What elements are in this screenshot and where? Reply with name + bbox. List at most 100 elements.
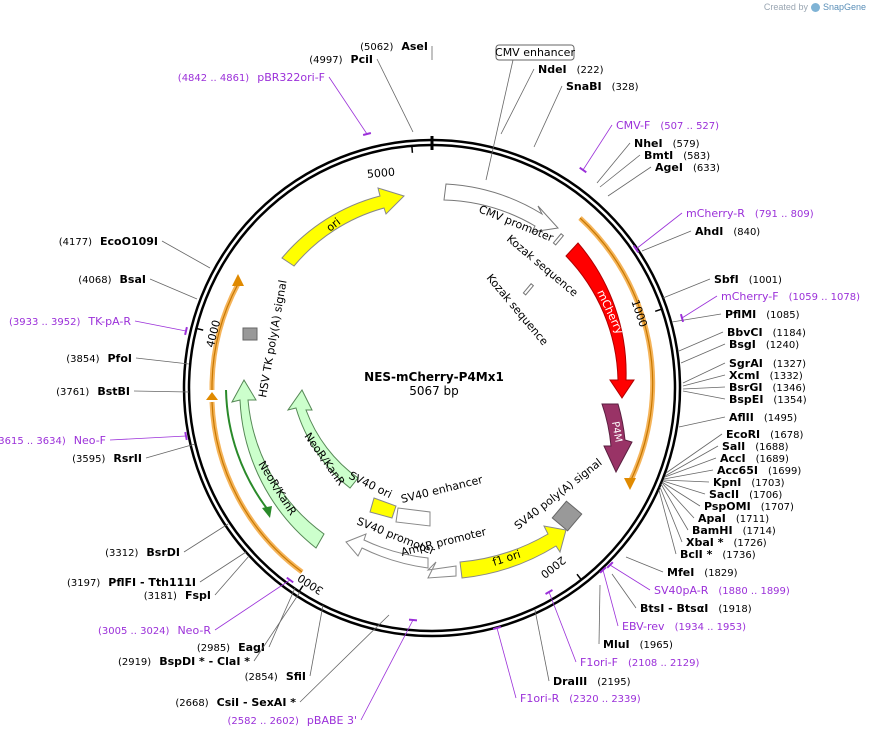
site-apai[interactable]: ApaI(1711) <box>661 482 769 525</box>
primer-label[interactable]: mCherry-F(1059 .. 1078) <box>721 290 860 303</box>
primer-f1orif[interactable]: F1ori-F(2108 .. 2129) <box>545 589 700 669</box>
site-sfii[interactable]: (2854)SfiI <box>245 604 324 683</box>
site-agei[interactable]: AgeI(633) <box>607 161 720 197</box>
site-label[interactable]: SnaBI(328) <box>566 80 639 93</box>
site-bstbi[interactable]: (3761)BstBI <box>56 385 190 398</box>
site-label[interactable]: (4177)EcoO109I <box>59 235 158 248</box>
site-ecoo109i[interactable]: (4177)EcoO109I <box>59 235 211 269</box>
site-label[interactable]: (3312)BsrDI <box>105 546 180 559</box>
site-bsrdi[interactable]: (3312)BsrDI <box>105 523 229 559</box>
site-bspei[interactable]: BspEI(1354) <box>682 390 807 406</box>
site-label[interactable]: MluI(1965) <box>603 638 673 651</box>
site-pflfi[interactable]: (3197)PflFI - Tth111I <box>67 551 247 589</box>
site-label[interactable]: NdeI(222) <box>538 63 604 76</box>
site-bsrgi[interactable]: BsrGI(1346) <box>682 381 806 394</box>
site-label[interactable]: AflII(1495) <box>729 411 797 424</box>
site-label[interactable]: SgrAI(1327) <box>729 357 806 370</box>
site-fspi[interactable]: (3181)FspI <box>144 555 250 602</box>
site-label[interactable]: AhdI(840) <box>695 225 760 238</box>
site-ecori[interactable]: EcoRI(1678) <box>665 428 804 474</box>
site-label[interactable]: BsrGI(1346) <box>729 381 806 394</box>
primer-label[interactable]: (3615 .. 3634)Neo-F <box>0 434 106 447</box>
site-label[interactable]: (3761)BstBI <box>56 385 130 398</box>
site-bbvci[interactable]: BbvCI(1184) <box>678 326 806 352</box>
primer-label[interactable]: F1ori-F(2108 .. 2129) <box>580 656 699 669</box>
site-sali[interactable]: SalI(1688) <box>664 440 789 477</box>
site-label[interactable]: BsgI(1240) <box>729 338 799 351</box>
site-sbfi[interactable]: SbfI(1001) <box>662 273 782 299</box>
site-pfoi[interactable]: (3854)PfoI <box>66 352 190 365</box>
site-mfei[interactable]: MfeI(1829) <box>625 556 738 579</box>
site-xbai[interactable]: XbaI *(1726) <box>659 486 767 549</box>
primer-mcherryf[interactable]: mCherry-F(1059 .. 1078) <box>679 290 860 323</box>
primer-tkpar[interactable]: (3933 .. 3952)TK-pA-R <box>9 315 188 336</box>
primer-sv40par[interactable]: SV40pA-R(1880 .. 1899) <box>606 561 790 597</box>
site-label[interactable]: (2985)EagI <box>197 641 265 654</box>
site-bsai[interactable]: (4068)BsaI <box>78 273 198 300</box>
primer-f1orir[interactable]: F1ori-R(2320 .. 2339) <box>492 625 641 705</box>
site-label[interactable]: ApaI(1711) <box>698 512 769 525</box>
site-ndei[interactable]: NdeI(222) <box>500 63 604 135</box>
site-label[interactable]: NheI(579) <box>634 137 700 150</box>
site-bamhi[interactable]: BamHI(1714) <box>660 483 776 537</box>
site-label[interactable]: PflMI(1085) <box>725 308 800 321</box>
site-label[interactable]: (4997)PciI <box>309 53 373 66</box>
site-label[interactable]: (2854)SfiI <box>245 670 306 683</box>
site-asei[interactable]: (5062)AseI <box>360 40 433 60</box>
site-label[interactable]: BtsI - BtsαI(1918) <box>640 602 752 615</box>
primer-pbr322orif[interactable]: (4842 .. 4861)pBR322ori-F <box>178 71 372 136</box>
site-label[interactable]: XcmI(1332) <box>729 369 803 382</box>
site-btsi[interactable]: BtsI - BtsαI(1918) <box>611 573 752 615</box>
site-label[interactable]: XbaI *(1726) <box>686 536 767 549</box>
site-bcli[interactable]: BclI *(1736) <box>658 489 756 561</box>
site-bspdi[interactable]: (2919)BspDI * - ClaI * <box>118 591 301 668</box>
site-label[interactable]: (5062)AseI <box>360 40 428 53</box>
site-xcmi[interactable]: XcmI(1332) <box>682 369 803 387</box>
site-label[interactable]: BmtI(583) <box>644 149 710 162</box>
site-label[interactable]: (3197)PflFI - Tth111I <box>67 576 196 589</box>
site-label[interactable]: DraIII(2195) <box>553 675 631 688</box>
primer-neof[interactable]: (3615 .. 3634)Neo-F <box>0 431 188 447</box>
site-label[interactable]: (4068)BsaI <box>78 273 146 286</box>
site-label[interactable]: (3854)PfoI <box>66 352 132 365</box>
primer-label[interactable]: CMV-F(507 .. 527) <box>616 119 719 132</box>
site-kpni[interactable]: KpnI(1703) <box>662 476 785 489</box>
site-eagi[interactable]: (2985)EagI <box>197 587 296 654</box>
primer-label[interactable]: mCherry-R(791 .. 809) <box>686 207 814 220</box>
site-label[interactable]: EcoRI(1678) <box>726 428 804 441</box>
primer-label[interactable]: EBV-rev(1934 .. 1953) <box>622 620 746 633</box>
primer-label[interactable]: (3005 .. 3024)Neo-R <box>98 624 211 637</box>
site-pflmi[interactable]: PflMI(1085) <box>671 308 800 323</box>
primer-neor[interactable]: (3005 .. 3024)Neo-R <box>98 576 294 637</box>
site-draiii[interactable]: DraIII(2195) <box>534 609 631 688</box>
site-label[interactable]: SalI(1688) <box>722 440 789 453</box>
primer-label[interactable]: SV40pA-R(1880 .. 1899) <box>654 584 790 597</box>
site-snabi[interactable]: SnaBI(328) <box>533 80 639 148</box>
site-sacii[interactable]: SacII(1706) <box>662 480 782 501</box>
site-label[interactable]: PspOMI(1707) <box>704 500 794 513</box>
site-label[interactable]: (3181)FspI <box>144 589 211 602</box>
site-acci[interactable]: AccI(1689) <box>664 452 789 478</box>
site-pspomi[interactable]: PspOMI(1707) <box>661 481 794 513</box>
site-mlui[interactable]: MluI(1965) <box>598 584 673 651</box>
site-label[interactable]: BclI *(1736) <box>680 548 756 561</box>
site-label[interactable]: MfeI(1829) <box>667 566 738 579</box>
primer-mcherryr[interactable]: mCherry-R(791 .. 809) <box>632 207 814 253</box>
primer-label[interactable]: (3933 .. 3952)TK-pA-R <box>9 315 131 328</box>
site-pcii[interactable]: (4997)PciI <box>309 53 414 133</box>
site-label[interactable]: BbvCI(1184) <box>727 326 806 339</box>
site-label[interactable]: BamHI(1714) <box>692 524 776 537</box>
site-acc65i[interactable]: Acc65I(1699) <box>663 464 801 480</box>
site-aflii[interactable]: AflII(1495) <box>678 411 797 428</box>
site-label[interactable]: SbfI(1001) <box>714 273 782 286</box>
site-label[interactable]: SacII(1706) <box>709 488 782 501</box>
site-label[interactable]: AgeI(633) <box>655 161 720 174</box>
site-label[interactable]: Acc65I(1699) <box>717 464 801 477</box>
primer-label[interactable]: (4842 .. 4861)pBR322ori-F <box>178 71 325 84</box>
site-sgrai[interactable]: SgrAI(1327) <box>682 357 806 384</box>
primer-label[interactable]: F1ori-R(2320 .. 2339) <box>520 692 641 705</box>
primer-pbabe3[interactable]: (2582 .. 2602)pBABE 3' <box>228 618 418 727</box>
primer-cmvf[interactable]: CMV-F(507 .. 527) <box>579 119 719 174</box>
site-csii[interactable]: (2668)CsiI - SexAI * <box>175 614 390 709</box>
site-label[interactable]: KpnI(1703) <box>713 476 785 489</box>
